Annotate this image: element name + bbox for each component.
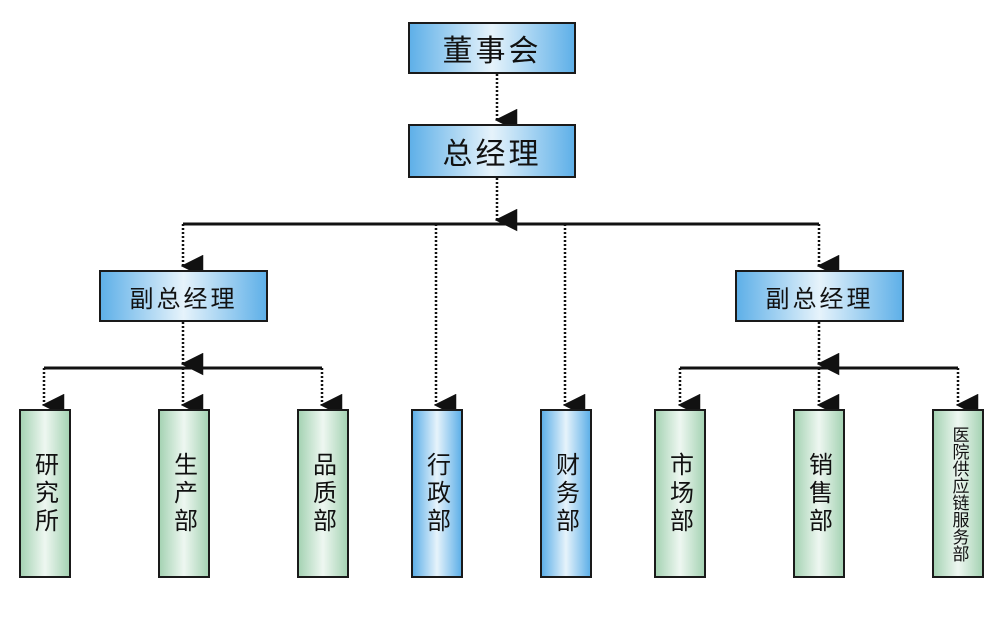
dept-finance-label: 财务部 — [551, 451, 580, 536]
dept-quality-node: 品质部 — [297, 409, 349, 578]
dept-admin-label: 行政部 — [422, 451, 451, 536]
vice-gm-right-label: 副总经理 — [765, 284, 874, 313]
dept-quality-label: 品质部 — [308, 451, 337, 536]
dept-hospital-supply-node: 医院供应链服务部 — [932, 409, 984, 578]
general-manager-label: 总经理 — [442, 137, 542, 172]
dept-research-node: 研究所 — [19, 409, 71, 578]
dept-hospital-supply-label: 医院供应链服务部 — [948, 425, 969, 562]
dept-admin-node: 行政部 — [411, 409, 463, 578]
board-node: 董事会 — [408, 22, 576, 74]
dept-production-label: 生产部 — [169, 451, 198, 536]
vice-gm-left-label: 副总经理 — [129, 284, 238, 313]
dept-sales-node: 销售部 — [793, 409, 845, 578]
dept-sales-label: 销售部 — [804, 451, 833, 536]
vice-gm-right-node: 副总经理 — [735, 270, 904, 322]
dept-finance-node: 财务部 — [540, 409, 592, 578]
dept-market-label: 市场部 — [665, 451, 694, 536]
dept-production-node: 生产部 — [158, 409, 210, 578]
dept-research-label: 研究所 — [30, 451, 59, 536]
general-manager-node: 总经理 — [408, 124, 576, 178]
board-label: 董事会 — [442, 34, 542, 69]
vice-gm-left-node: 副总经理 — [99, 270, 268, 322]
dept-market-node: 市场部 — [654, 409, 706, 578]
